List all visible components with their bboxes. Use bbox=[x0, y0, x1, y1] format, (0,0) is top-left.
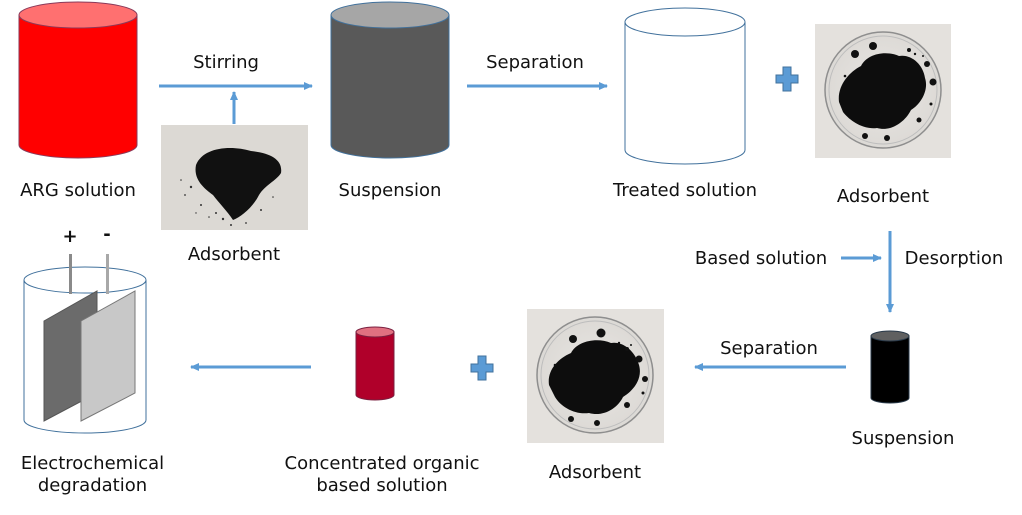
adsorbent-regenerated-label: Adsorbent bbox=[548, 462, 642, 483]
arg-solution-cylinder bbox=[18, 1, 138, 159]
separation-label-top: Separation bbox=[486, 52, 584, 73]
plus-icon-bottom bbox=[470, 355, 494, 381]
electrochemical-cell bbox=[23, 254, 147, 434]
suspension-cylinder bbox=[330, 1, 450, 159]
suspension-small-cylinder bbox=[870, 330, 910, 404]
adsorbent-powder-photo bbox=[161, 125, 308, 230]
treated-solution-cylinder bbox=[624, 7, 746, 165]
concentrated-solution-cylinder bbox=[355, 326, 395, 401]
adsorbent-dish-photo-top bbox=[815, 24, 951, 158]
anode-wire bbox=[69, 254, 72, 294]
cathode-polarity-label: - bbox=[103, 224, 111, 245]
separation-label-bottom: Separation bbox=[720, 338, 818, 359]
treated-solution-label: Treated solution bbox=[612, 180, 758, 201]
concentrated-solution-label: Concentrated organic based solution bbox=[284, 453, 480, 496]
suspension-label-bottom: Suspension bbox=[851, 428, 955, 449]
suspension-label-top: Suspension bbox=[338, 180, 442, 201]
desorption-label: Desorption bbox=[904, 248, 1004, 269]
cathode-plate bbox=[80, 290, 136, 422]
adsorbent-powder-label: Adsorbent bbox=[187, 244, 281, 265]
adsorbent-dish-photo-bottom bbox=[527, 309, 664, 443]
cathode-wire bbox=[106, 254, 109, 294]
plus-icon-top bbox=[775, 66, 799, 92]
arg-solution-label: ARG solution bbox=[20, 180, 136, 201]
stirring-label: Stirring bbox=[193, 52, 259, 73]
electrochemical-degradation-label: Electrochemical degradation bbox=[20, 453, 165, 496]
adsorbent-recovered-label: Adsorbent bbox=[836, 186, 930, 207]
anode-polarity-label: + bbox=[62, 226, 78, 247]
based-solution-label: Based solution bbox=[694, 248, 828, 269]
